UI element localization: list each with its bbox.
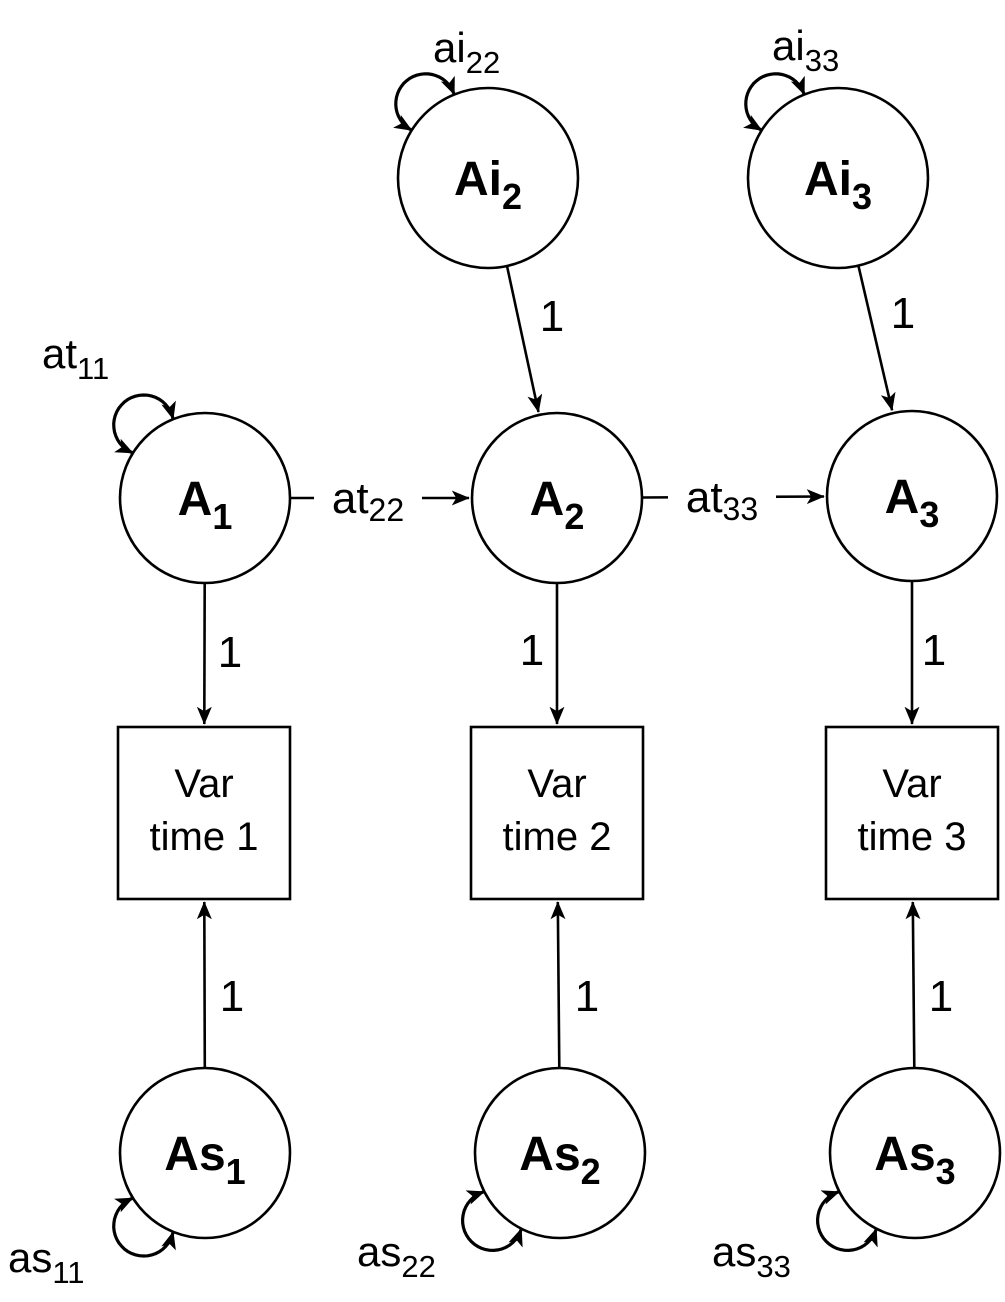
- edge-A2-Var2: 1: [520, 583, 565, 725]
- edge-Ai3-A3: 1: [857, 265, 915, 412]
- node-Ai2: Ai2: [396, 86, 580, 270]
- self-loop-path-as33: [815, 1190, 878, 1253]
- node-label-line1-Var2: Var: [527, 762, 586, 806]
- node-label-line2-Var3: time 3: [858, 815, 967, 859]
- self-loop-label-at11: at11: [42, 330, 109, 386]
- edge-label-A2-Var2: 1: [520, 626, 544, 675]
- edge-label-A1-Var1: 1: [218, 628, 242, 677]
- edge-line-As3-Var3: [905, 901, 921, 1069]
- node-shape-Ai2: [396, 86, 580, 270]
- edge-label-Ai2-A2: 1: [540, 292, 564, 341]
- node-label-A3: A3: [885, 471, 940, 535]
- self-loop-path-as11: [112, 1196, 176, 1258]
- node-As2: As2: [473, 1066, 647, 1240]
- edge-label-As2-Var2: 1: [575, 972, 599, 1021]
- edge-line-As1-Var1: [196, 901, 212, 1069]
- edge-label-A1-A2: at22: [332, 474, 404, 529]
- self-loop-as33: as33: [712, 1190, 878, 1284]
- self-loop-ai22: ai22: [393, 24, 500, 132]
- node-label-line2-Var1: time 1: [150, 815, 259, 859]
- self-loop-label-as33: as33: [712, 1228, 791, 1284]
- edge-line-Ai2-A2: [505, 265, 543, 413]
- edge-A1-Var1: 1: [196, 582, 242, 725]
- edge-line-Ai3-A3: [857, 265, 896, 412]
- node-label-A2: A2: [530, 473, 585, 537]
- node-A1: A1: [118, 411, 292, 585]
- node-As3: As3: [828, 1066, 1002, 1240]
- edge-label-Ai3-A3: 1: [891, 289, 915, 338]
- node-Var2: Var time 2: [469, 725, 645, 901]
- node-label-Ai3: Ai3: [804, 153, 872, 217]
- self-loop-as11: as11: [8, 1196, 176, 1290]
- self-loop-label-ai22: ai22: [433, 24, 500, 80]
- node-Var1: Var time 1: [116, 725, 292, 901]
- node-A3: A3: [825, 409, 999, 583]
- self-loop-as22: as22: [357, 1190, 523, 1284]
- node-shape-Var3: [824, 725, 1000, 901]
- node-shape-Ai3: [746, 86, 930, 270]
- node-label-line1-Var3: Var: [882, 762, 941, 806]
- node-Var3: Var time 3: [824, 725, 1000, 901]
- self-loop-ai33: ai33: [743, 22, 839, 132]
- node-label-A1: A1: [178, 473, 233, 537]
- self-loop-path-ai33: [743, 72, 806, 132]
- node-A2: A2: [470, 411, 644, 585]
- node-label-As2: As2: [519, 1128, 600, 1192]
- edge-Ai2-A2: 1: [505, 265, 564, 413]
- edge-A2-A3: at33: [641, 471, 825, 528]
- edge-label-bg-A2-A3: [668, 471, 776, 523]
- edge-line-As2-Var2: [550, 901, 566, 1069]
- self-loop-label-as11: as11: [8, 1234, 85, 1290]
- edge-As3-Var3: 1: [905, 901, 953, 1069]
- node-As1: As1: [118, 1066, 292, 1240]
- edge-label-A3-Var3: 1: [922, 626, 946, 675]
- node-Ai3: Ai3: [746, 86, 930, 270]
- edge-As1-Var1: 1: [196, 901, 244, 1069]
- edge-label-bg-A1-A2: [314, 472, 422, 524]
- edge-label-As1-Var1: 1: [220, 972, 244, 1021]
- node-label-As3: As3: [874, 1128, 955, 1192]
- edge-As2-Var2: 1: [550, 901, 599, 1069]
- edge-label-As3-Var3: 1: [929, 972, 953, 1021]
- node-label-As1: As1: [164, 1128, 245, 1192]
- self-loop-at11: at11: [42, 330, 176, 455]
- self-loop-path-at11: [112, 393, 176, 455]
- edge-A1-A2: at22: [290, 472, 470, 529]
- node-shape-As1: [118, 1066, 292, 1240]
- self-loop-label-as22: as22: [357, 1228, 436, 1284]
- node-label-Ai2: Ai2: [454, 153, 522, 217]
- node-label-line1-Var1: Var: [174, 762, 233, 806]
- node-shape-Var2: [469, 725, 645, 901]
- edge-A3-Var3: 1: [904, 581, 946, 725]
- edge-label-A2-A3: at33: [686, 473, 758, 528]
- node-shape-Var1: [116, 725, 292, 901]
- self-loop-label-ai33: ai33: [772, 22, 839, 78]
- self-loop-path-ai22: [393, 72, 456, 132]
- node-label-line2-Var2: time 2: [503, 815, 612, 859]
- self-loop-path-as22: [460, 1190, 523, 1253]
